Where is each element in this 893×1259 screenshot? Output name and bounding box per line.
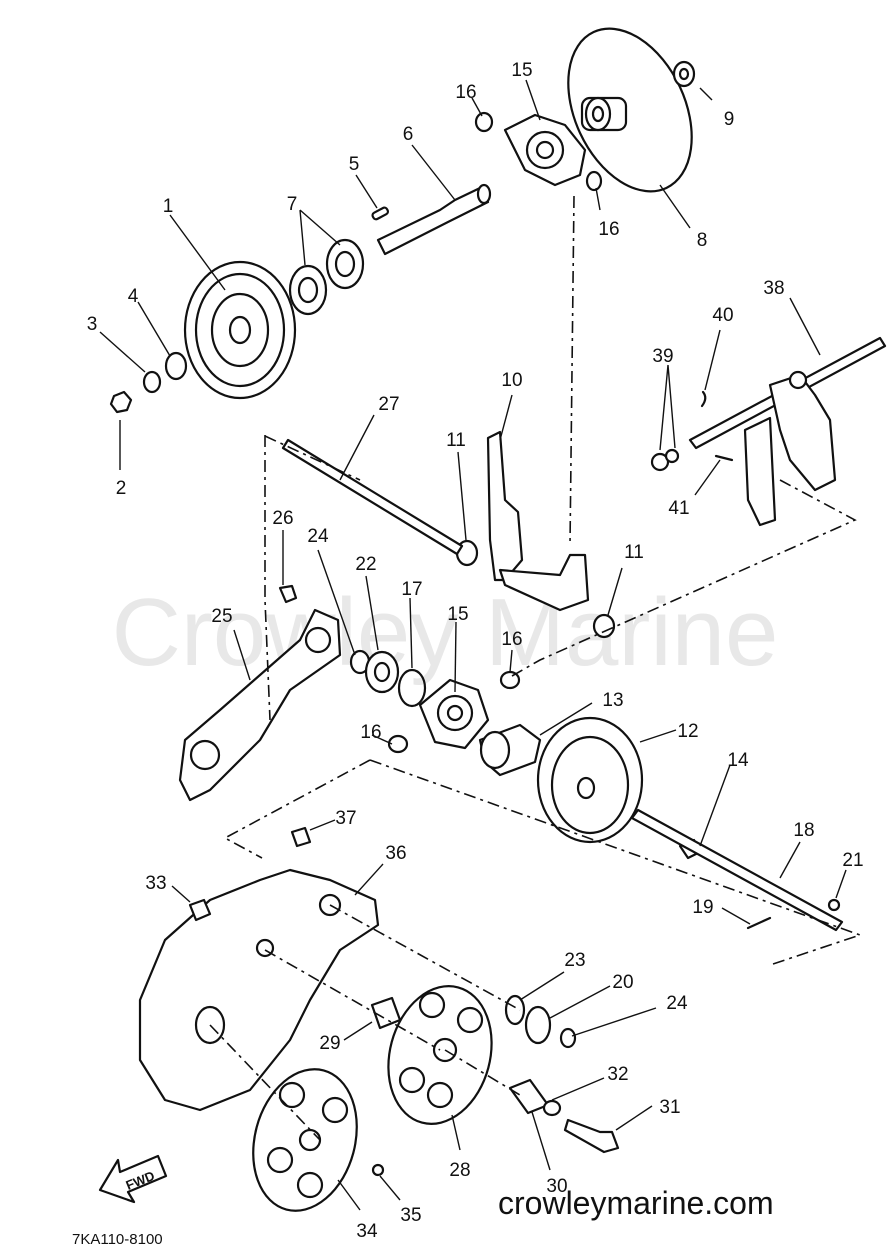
part-number-labels: 1234567891011111213141515161616161718192… bbox=[87, 60, 864, 1242]
part-label-32: 32 bbox=[607, 1064, 628, 1085]
part-label-21: 21 bbox=[842, 850, 863, 871]
leader-lines bbox=[99, 79, 847, 1211]
part-label-9: 9 bbox=[724, 109, 735, 130]
part-label-4: 4 bbox=[128, 286, 139, 307]
part-label-16: 16 bbox=[360, 722, 381, 743]
part-label-20: 20 bbox=[612, 972, 633, 993]
part-38-shift-shaft bbox=[688, 336, 887, 527]
diagram-code: 7KA110-8100 bbox=[72, 1231, 163, 1248]
part-6-shaft bbox=[376, 183, 492, 256]
part-label-7: 7 bbox=[287, 194, 298, 215]
part-15-bearing-flange-upper bbox=[503, 113, 587, 187]
part-35-nut bbox=[371, 1163, 385, 1177]
part-16-washer-d bbox=[387, 734, 409, 754]
part-label-13: 13 bbox=[602, 690, 623, 711]
centerlines bbox=[209, 195, 863, 1141]
part-22-bearing bbox=[364, 650, 400, 694]
part-34-sprocket bbox=[252, 1068, 358, 1212]
part-16-washer-a bbox=[474, 111, 494, 133]
fwd-arrow-icon: FWD bbox=[98, 1154, 168, 1204]
part-label-37: 37 bbox=[335, 808, 356, 829]
part-label-11: 11 bbox=[446, 430, 466, 451]
watermark: Crowley Marine bbox=[112, 579, 779, 686]
part-5-key bbox=[371, 206, 389, 221]
part-label-3: 3 bbox=[87, 314, 98, 335]
part-30-spacer bbox=[508, 1078, 550, 1115]
part-label-33: 33 bbox=[145, 873, 166, 894]
part-29-bushing bbox=[370, 996, 402, 1030]
part-8-drive-disk bbox=[567, 27, 693, 193]
part-27-rod bbox=[281, 438, 464, 556]
part-label-5: 5 bbox=[349, 154, 360, 175]
part-4-washer bbox=[164, 351, 188, 381]
part-18-jackshaft bbox=[630, 808, 844, 932]
part-label-16: 16 bbox=[455, 82, 476, 103]
part-label-6: 6 bbox=[403, 124, 414, 145]
part-label-27: 27 bbox=[378, 394, 399, 415]
part-label-18: 18 bbox=[793, 820, 814, 841]
part-39-nut-b bbox=[664, 448, 680, 464]
part-label-29: 29 bbox=[319, 1033, 340, 1054]
part-28-sprocket bbox=[387, 985, 493, 1125]
part-16-washer-b bbox=[585, 170, 603, 192]
part-24-bushing-b bbox=[559, 1027, 577, 1049]
part-label-39: 39 bbox=[652, 346, 673, 367]
part-label-23: 23 bbox=[564, 950, 585, 971]
part-10-lever bbox=[486, 430, 590, 612]
part-label-12: 12 bbox=[677, 721, 698, 742]
part-11-bushing-b bbox=[592, 613, 616, 639]
part-13-hub bbox=[478, 723, 542, 777]
part-label-2: 2 bbox=[116, 478, 127, 499]
part-label-38: 38 bbox=[763, 278, 784, 299]
part-label-10: 10 bbox=[501, 370, 522, 391]
part-37-bolt bbox=[290, 826, 312, 848]
part-label-41: 41 bbox=[668, 498, 689, 519]
part-label-24: 24 bbox=[307, 526, 329, 547]
part-label-24: 24 bbox=[666, 993, 688, 1014]
part-label-15: 15 bbox=[511, 60, 532, 81]
part-label-16: 16 bbox=[501, 629, 522, 650]
part-1-pulley bbox=[183, 260, 297, 400]
part-label-34: 34 bbox=[356, 1221, 378, 1242]
part-21-clip bbox=[827, 898, 841, 912]
part-25-bracket-plate bbox=[178, 608, 342, 802]
part-label-28: 28 bbox=[449, 1160, 470, 1181]
part-label-1: 1 bbox=[163, 196, 174, 217]
part-39-nut-a bbox=[650, 452, 670, 472]
part-33-bolt bbox=[188, 898, 212, 922]
part-label-11: 11 bbox=[624, 542, 644, 563]
part-label-19: 19 bbox=[692, 897, 713, 918]
part-40-clip bbox=[700, 390, 707, 408]
part-20-gear bbox=[524, 1005, 552, 1045]
part-41-pin bbox=[714, 454, 734, 462]
part-7-bearings bbox=[288, 238, 365, 316]
part-31-bolt bbox=[563, 1118, 620, 1154]
part-9-nut bbox=[672, 60, 696, 88]
part-label-15: 15 bbox=[447, 604, 468, 625]
part-19-key bbox=[746, 916, 772, 930]
part-label-31: 31 bbox=[659, 1097, 680, 1118]
part-label-25: 25 bbox=[211, 606, 232, 627]
part-label-17: 17 bbox=[401, 579, 422, 600]
part-12-drum bbox=[536, 716, 644, 844]
part-23-bearing bbox=[504, 994, 526, 1026]
part-2-bolt bbox=[109, 390, 133, 414]
part-label-14: 14 bbox=[727, 750, 749, 771]
part-26-bolt bbox=[278, 584, 298, 604]
website-footer: crowleymarine.com bbox=[498, 1185, 774, 1221]
part-label-8: 8 bbox=[697, 230, 708, 251]
part-label-36: 36 bbox=[385, 843, 406, 864]
part-32-washer bbox=[542, 1099, 562, 1117]
part-17-circlip bbox=[397, 668, 427, 708]
part-label-26: 26 bbox=[272, 508, 293, 529]
part-15-bearing-flange-lower bbox=[418, 678, 490, 750]
part-label-30: 30 bbox=[546, 1176, 567, 1197]
part-label-16: 16 bbox=[598, 219, 619, 240]
part-label-35: 35 bbox=[400, 1205, 421, 1226]
part-label-40: 40 bbox=[712, 305, 733, 326]
part-label-22: 22 bbox=[355, 554, 376, 575]
part-3-washer bbox=[142, 370, 162, 394]
part-36-chaincase bbox=[138, 868, 380, 1112]
